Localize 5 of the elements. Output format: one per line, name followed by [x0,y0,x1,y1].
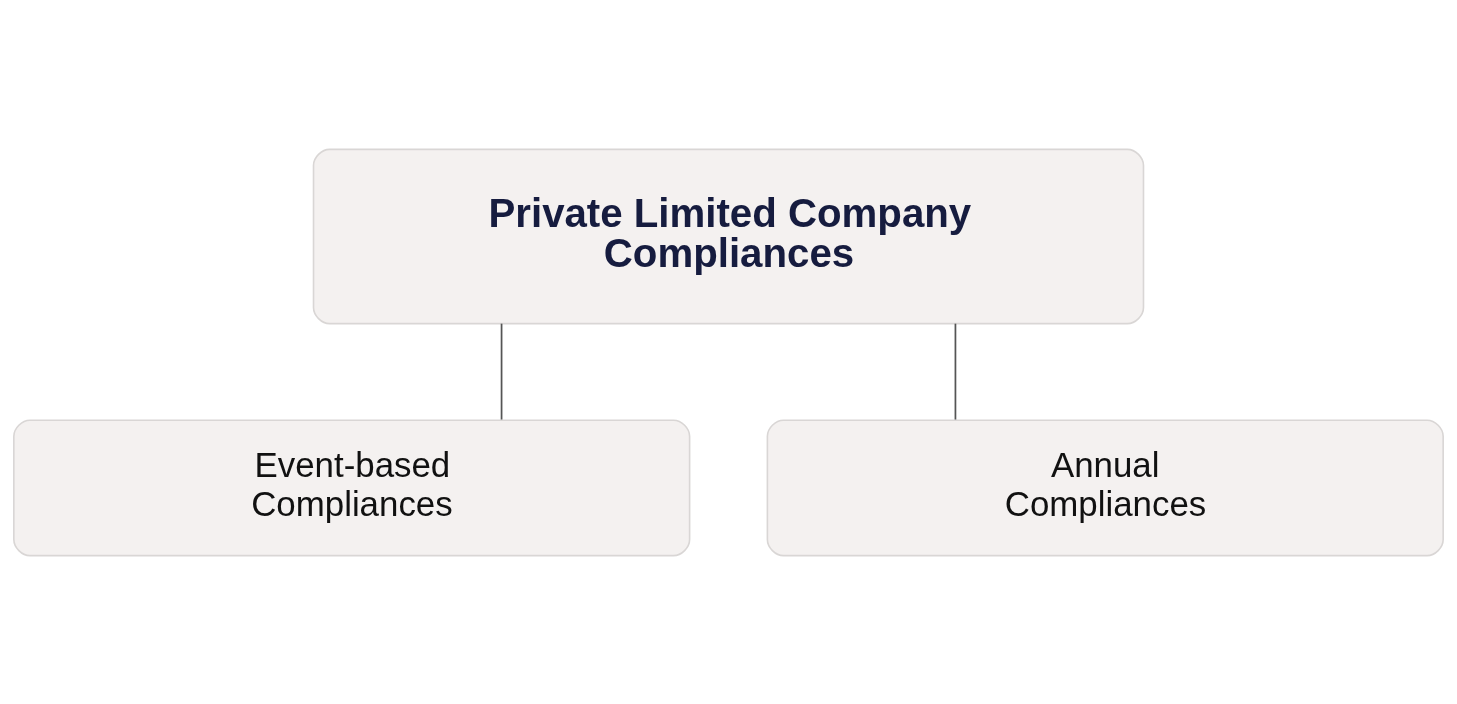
node-box: Private Limited Company Compliances [312,148,1145,324]
node-box: Event-based Compliances [13,418,691,556]
connector [500,322,503,420]
node-box: Annual Compliances [766,418,1444,556]
connector [954,322,957,420]
